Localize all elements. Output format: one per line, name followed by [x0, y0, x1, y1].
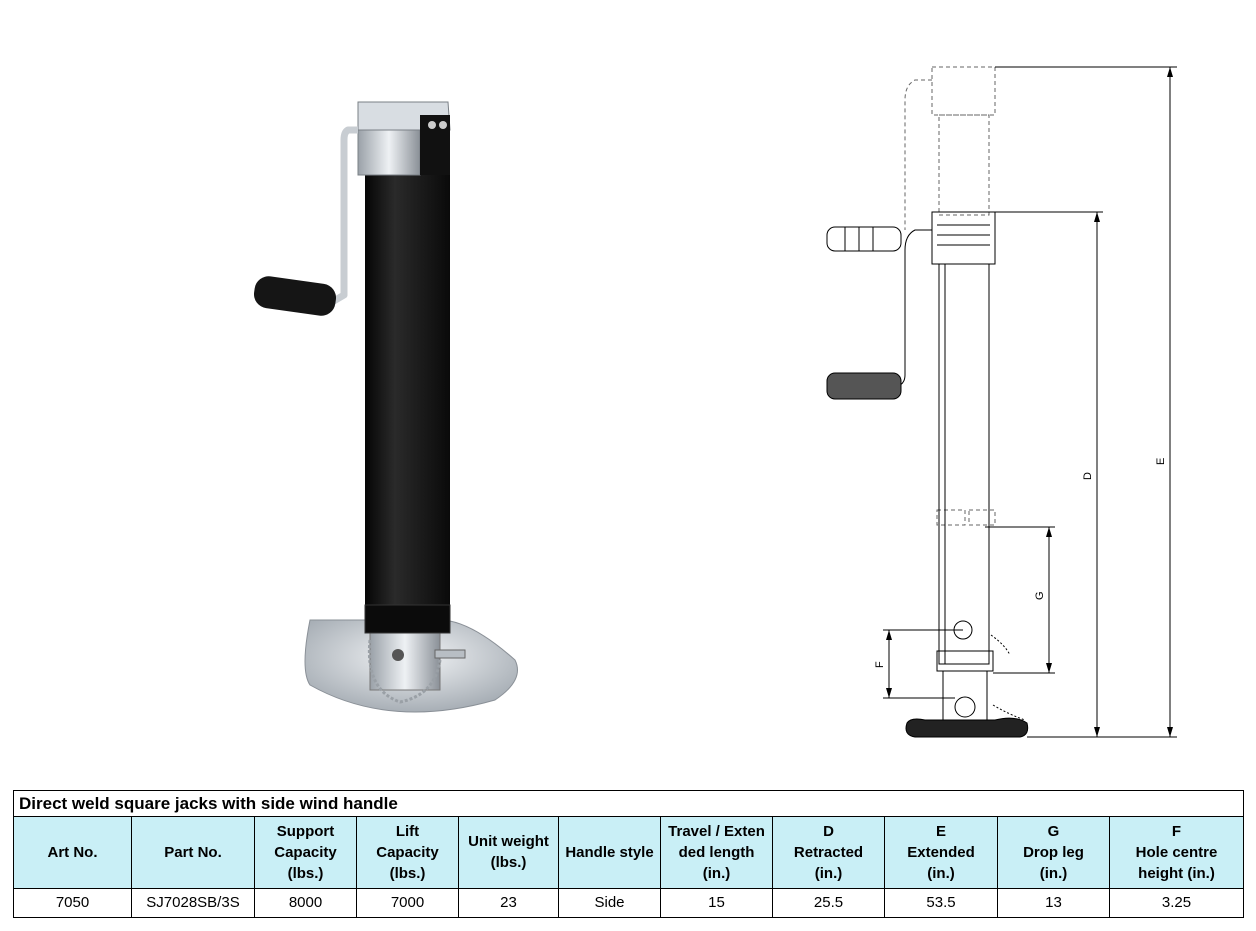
column-header-line: (in.): [702, 864, 731, 882]
column-header: Unit weight (lbs.): [458, 816, 559, 889]
column-header-line: (in.): [814, 864, 843, 882]
table-cell: 13: [997, 887, 1110, 919]
column-header-line: Capacity: [376, 843, 439, 861]
column-header: Travel / Exten ded length (in.): [660, 816, 773, 889]
spec-table: Direct weld square jacks with side wind …: [12, 789, 1245, 919]
column-header-line: D: [823, 822, 834, 840]
column-header-line: (in.): [927, 864, 955, 882]
column-header-line: F: [1171, 822, 1182, 840]
column-header-line: height (in.): [1138, 864, 1215, 882]
column-header: Art No.: [13, 816, 132, 889]
column-header-line: Part No.: [164, 843, 222, 861]
column-header-line: Retracted: [793, 843, 864, 861]
column-header-line: ded length: [678, 843, 755, 861]
column-header-line: Drop leg: [1023, 843, 1084, 861]
table-cell: 7000: [356, 887, 459, 919]
table-cell: 25.5: [772, 887, 885, 919]
dimension-label-d: D: [1082, 472, 1094, 480]
table-cell: 7050: [13, 887, 132, 919]
column-header-line: (in.): [1039, 864, 1068, 882]
column-header: F Hole centre height (in.): [1108, 816, 1245, 889]
column-header-line: Extended: [907, 843, 975, 861]
column-header: D Retracted (in.): [772, 816, 885, 889]
column-header-line: E: [935, 822, 946, 840]
table-cell: 23: [458, 887, 559, 919]
column-header-line: (lbs.): [490, 854, 527, 872]
table-cell: 53.5: [884, 887, 998, 919]
column-header-line: Travel / Exten: [668, 822, 765, 840]
column-header-line: Handle style: [565, 843, 654, 861]
table-cell: 8000: [254, 887, 357, 919]
drawing-foot: [905, 717, 1029, 738]
table-cell: 3.25: [1108, 887, 1245, 919]
column-header-line: (lbs.): [287, 864, 324, 882]
column-header-line: Lift: [395, 822, 420, 840]
inner-leg: [369, 629, 441, 691]
table-title: Direct weld square jacks with side wind …: [12, 789, 1245, 818]
dimension-label-e: E: [1155, 458, 1167, 465]
outer-tube: [365, 150, 450, 630]
column-header-line: G: [1047, 822, 1060, 840]
dimension-label-g: G: [1034, 591, 1046, 600]
column-header: Handle style: [558, 816, 661, 889]
jack-dimension-drawing: E D G F: [826, 66, 1177, 738]
column-header-line: Capacity: [274, 843, 337, 861]
table-cell: 15: [660, 887, 773, 919]
handle-grip: [253, 276, 337, 316]
column-header-line: Art No.: [47, 843, 98, 861]
column-header: Part No.: [131, 816, 255, 889]
table-cell: SJ7028SB/3S: [131, 887, 255, 919]
column-header-line: Support: [276, 822, 335, 840]
column-header-line: (lbs.): [389, 864, 426, 882]
jack-product-photo: [253, 101, 518, 713]
dimension-label-f: F: [874, 661, 886, 668]
crank-arm: [330, 126, 358, 306]
column-header: E Extended (in.): [884, 816, 998, 889]
column-header-line: Unit weight: [468, 833, 549, 851]
table-cell: Side: [558, 887, 661, 919]
column-header: G Drop leg (in.): [997, 816, 1110, 889]
column-header-line: Hole centre: [1135, 843, 1218, 861]
